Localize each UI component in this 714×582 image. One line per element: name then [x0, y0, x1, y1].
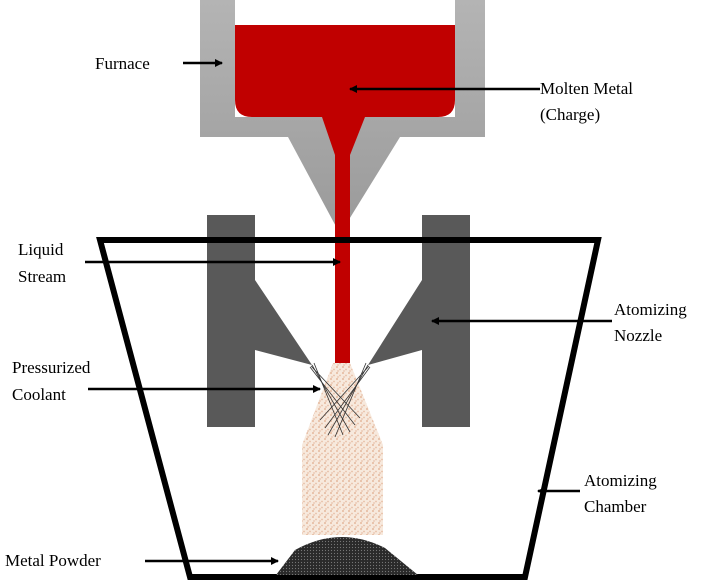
- label-atomizing-nozzle-2: Nozzle: [614, 326, 662, 345]
- atomizing-nozzle-right: [368, 215, 470, 427]
- label-atomizing-chamber-1: Atomizing: [584, 471, 657, 490]
- pressurized-coolant-jets: [309, 362, 371, 438]
- label-pressurized: Pressurized: [12, 358, 91, 377]
- label-molten-metal: Molten Metal: [540, 79, 633, 98]
- label-liquid: Liquid: [18, 240, 64, 259]
- atomizing-chamber: [96, 237, 602, 580]
- label-atomizing-nozzle-1: Atomizing: [614, 300, 687, 319]
- label-furnace: Furnace: [95, 54, 150, 73]
- atomizing-nozzle-left: [207, 215, 312, 427]
- label-atomizing-chamber-2: Chamber: [584, 497, 647, 516]
- label-charge: (Charge): [540, 105, 600, 124]
- molten-metal-charge: [235, 25, 455, 363]
- metal-powder-pile: [276, 536, 418, 575]
- powder-spray: [302, 363, 383, 535]
- label-metal-powder: Metal Powder: [5, 551, 101, 570]
- label-stream: Stream: [18, 267, 66, 286]
- label-coolant: Coolant: [12, 385, 66, 404]
